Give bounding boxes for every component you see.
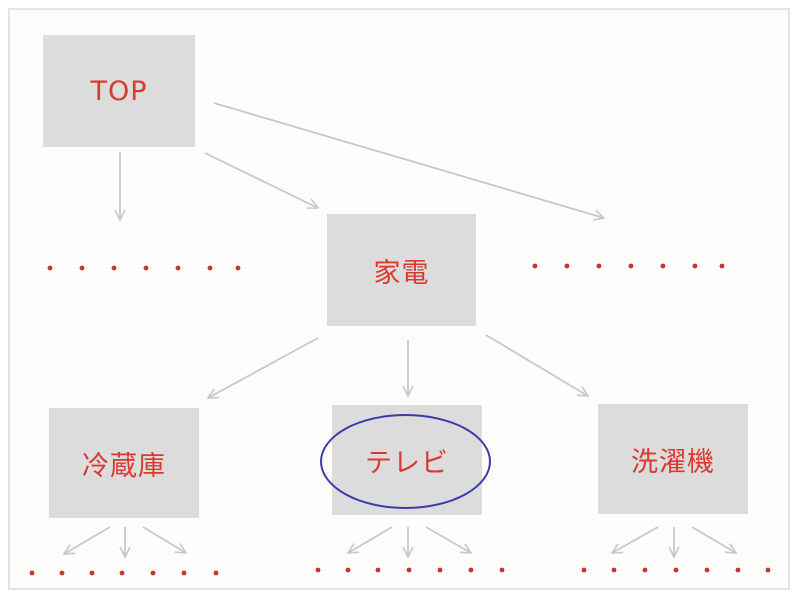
node-label: 洗濯機: [631, 446, 715, 478]
ellipsis-dots-left: [47, 265, 241, 271]
node-sentakuki: 洗濯機: [598, 404, 748, 514]
node-terebi: テレビ: [332, 405, 482, 515]
arrow-reizouko-left: [64, 526, 111, 554]
arrow-sentakuki-left: [612, 526, 659, 553]
arrow-sentakuki-right: [691, 526, 736, 553]
arrow-reizouko-right: [142, 526, 186, 553]
node-reizouko: 冷蔵庫: [49, 408, 199, 518]
ellipsis-dots-right: [532, 263, 725, 269]
arrow-kaden-to-sentakuki: [485, 334, 588, 396]
arrow-top-to-right-ellipsis: [213, 102, 604, 218]
arrow-kaden-to-reizouko: [208, 337, 319, 398]
ellipsis-dots-bottom-right: [581, 567, 771, 573]
ellipsis-dots-bottom-middle: [315, 567, 505, 573]
node-kaden: 家電: [327, 214, 476, 326]
arrow-terebi-right: [425, 526, 471, 553]
arrow-terebi-left: [348, 526, 393, 553]
node-label: 家電: [373, 257, 430, 289]
arrow-top-to-kaden: [204, 152, 318, 208]
node-top: TOP: [43, 35, 195, 147]
node-label: TOP: [90, 75, 148, 107]
node-label: 冷蔵庫: [82, 450, 166, 482]
ellipsis-dots-bottom-left: [29, 570, 219, 576]
node-label: テレビ: [365, 447, 449, 479]
